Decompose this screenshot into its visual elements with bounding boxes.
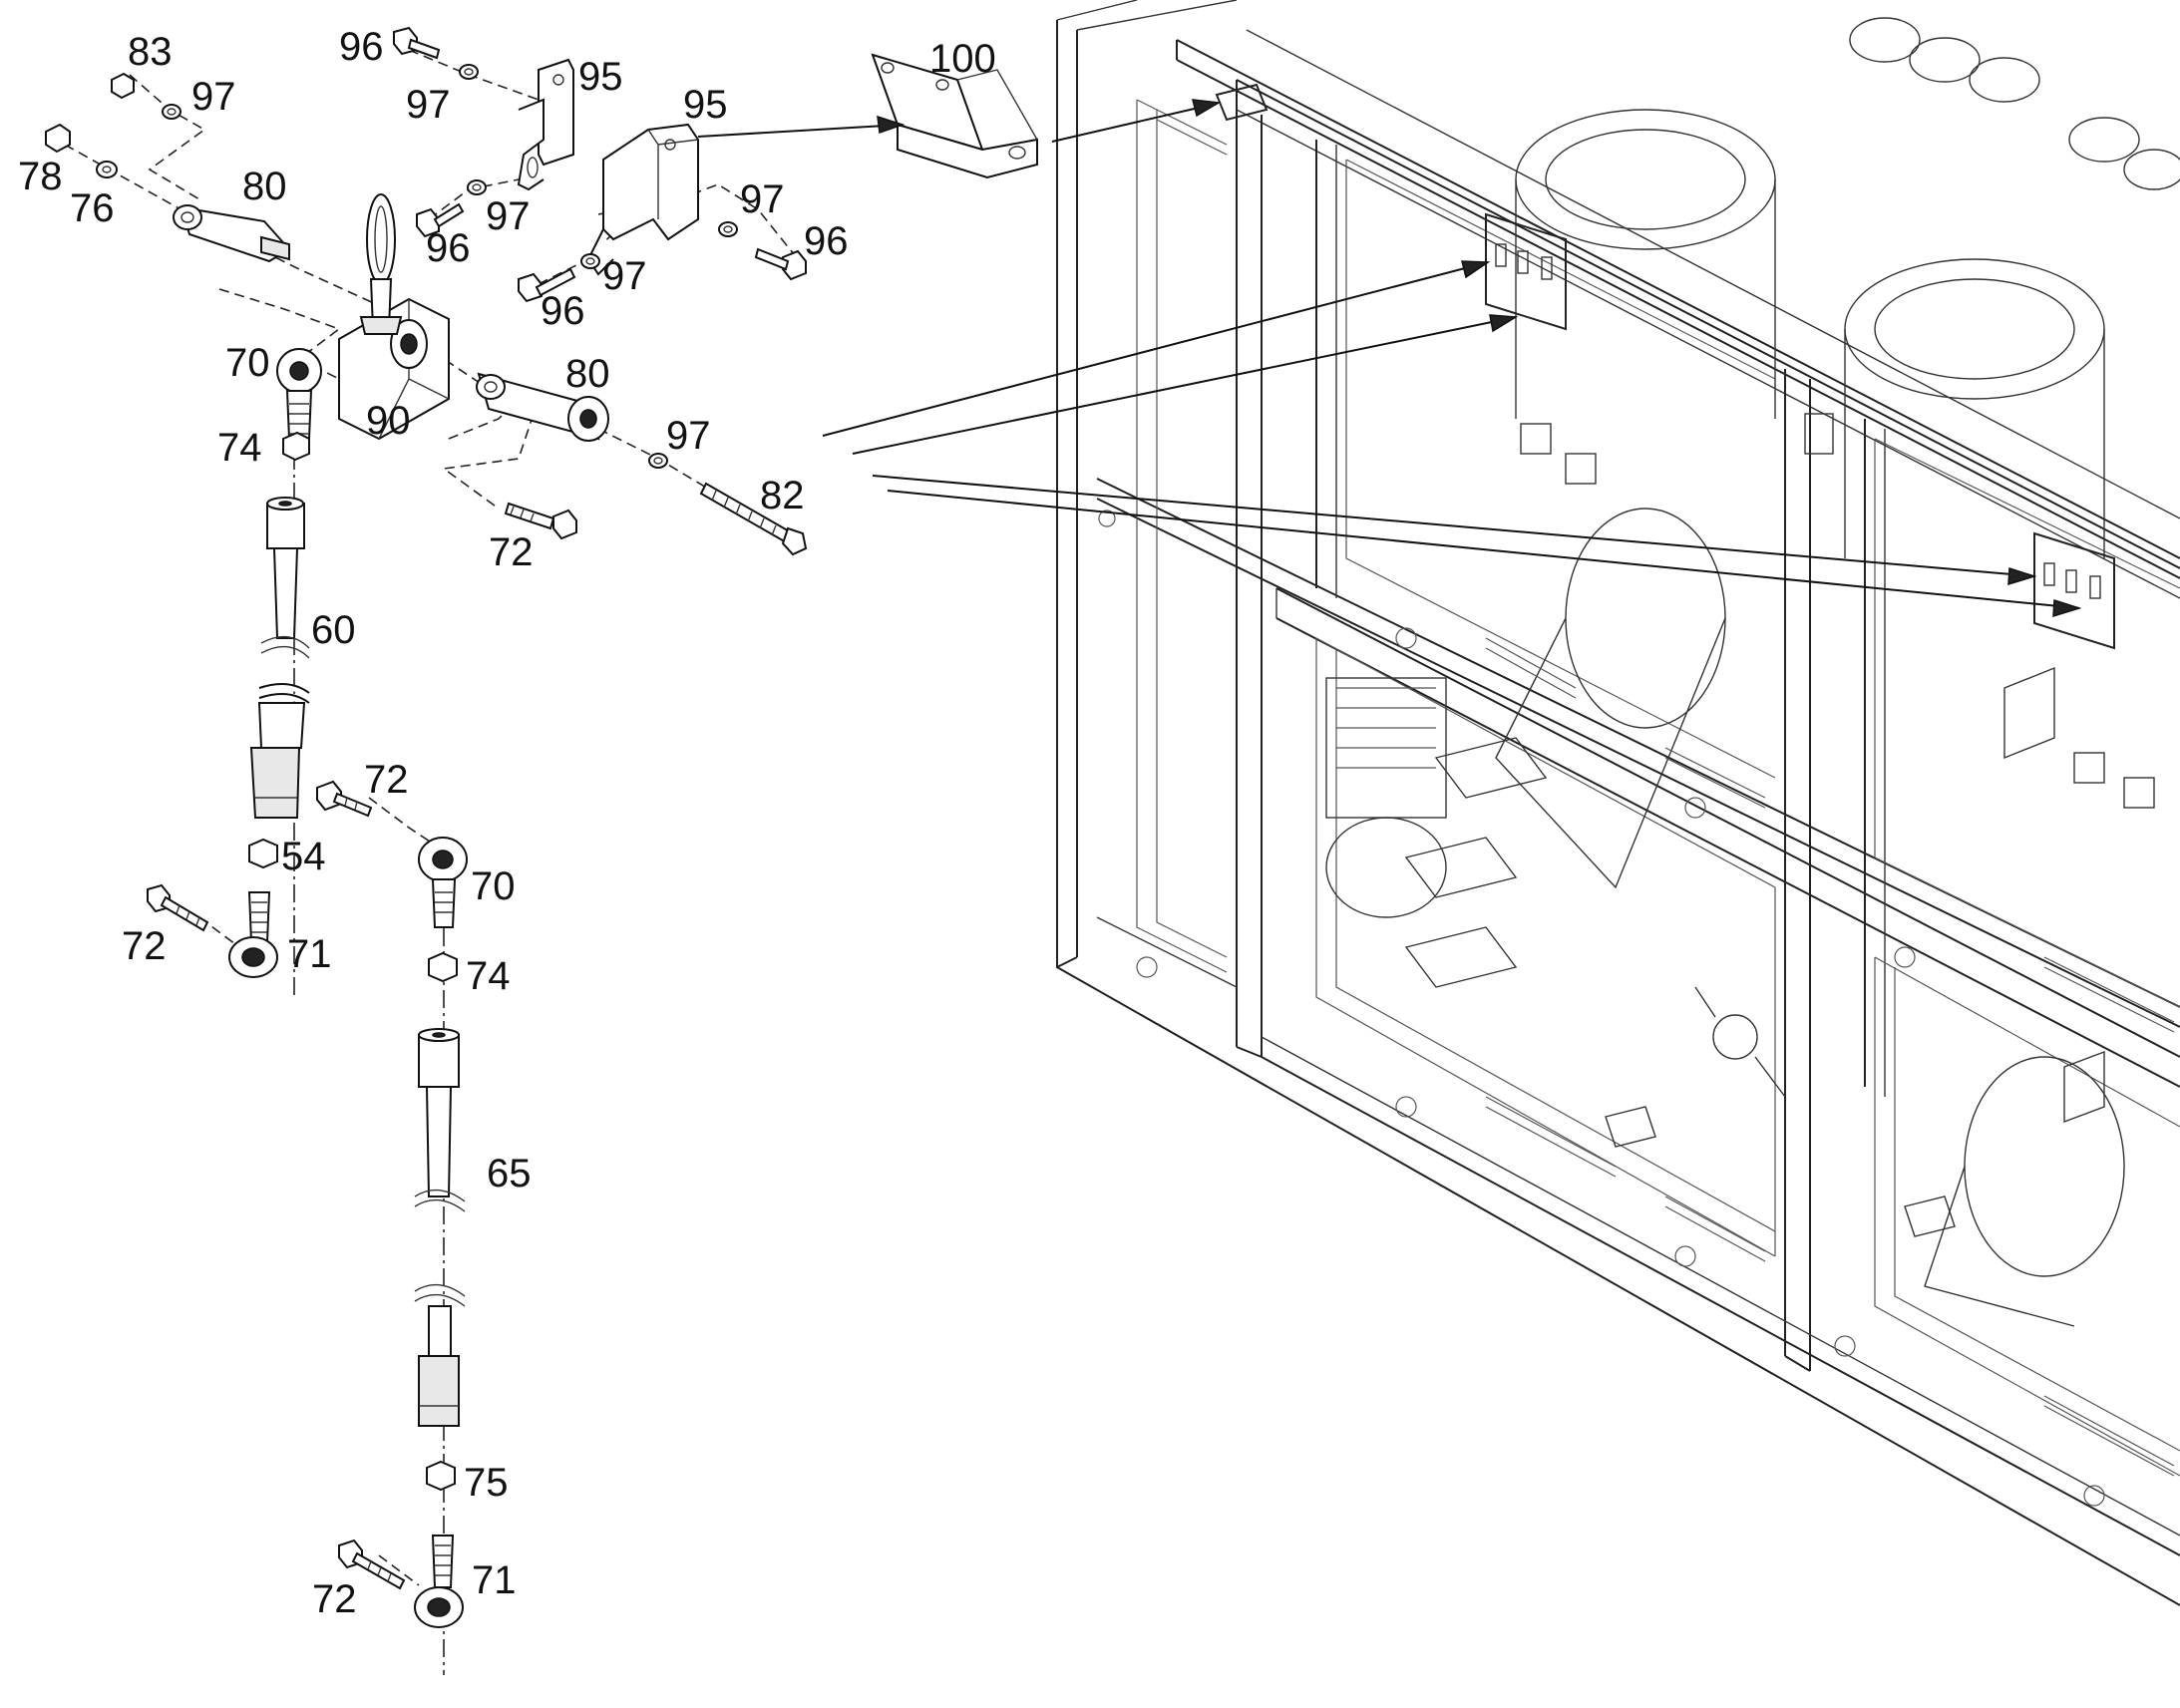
callout-82: 82 (760, 474, 805, 517)
callout-71-left: 71 (287, 932, 332, 976)
eye-bolt (366, 193, 396, 285)
washer-76 (96, 161, 118, 178)
callout-72-bottom: 72 (312, 1577, 357, 1621)
callout-76: 76 (70, 186, 115, 230)
nut-75 (426, 1460, 456, 1492)
callout-74-top: 74 (217, 426, 262, 470)
callout-54: 54 (281, 835, 326, 878)
callout-60: 60 (311, 608, 356, 652)
linkage-parts (45, 26, 1038, 1675)
callout-71-lower: 71 (472, 1558, 517, 1602)
callout-72-lower-left: 72 (122, 924, 167, 968)
nut-74-top (282, 431, 310, 462)
callout-72-upper: 72 (364, 758, 409, 802)
nut-83 (111, 72, 135, 100)
rod-65 (418, 1034, 460, 1088)
callout-90: 90 (366, 399, 411, 443)
callout-65: 65 (487, 1152, 532, 1196)
bolt-72-mid (504, 502, 555, 530)
nut-78 (45, 123, 71, 154)
bracket-95-mid (602, 123, 699, 241)
callout-80-right: 80 (565, 352, 610, 396)
callout-97-mid: 97 (486, 194, 531, 238)
callout-75: 75 (464, 1461, 509, 1505)
callout-labels: 83 97 78 76 80 96 97 95 97 96 95 100 97 … (18, 25, 996, 1621)
callout-74-lower: 74 (466, 954, 511, 998)
callout-96-top: 96 (339, 25, 384, 69)
nut-74-lower (428, 951, 458, 983)
callout-70-top: 70 (225, 341, 270, 385)
callout-72-mid: 72 (489, 530, 534, 574)
callout-97-top: 97 (406, 83, 451, 127)
callout-97-right: 97 (740, 177, 785, 221)
bracket-95-upper (538, 58, 574, 167)
machine-housing-frame (1056, 0, 2180, 1606)
callout-95-mid: 95 (683, 83, 728, 127)
callout-95-upper: 95 (578, 55, 623, 99)
callout-100: 100 (929, 37, 996, 81)
callout-78: 78 (18, 155, 63, 198)
callout-97-lower: 97 (666, 414, 711, 458)
callout-96-left: 96 (541, 289, 585, 333)
callout-83: 83 (128, 30, 173, 74)
washer-97 (162, 104, 182, 120)
callout-80-top: 80 (242, 165, 287, 208)
nut-54 (248, 838, 278, 869)
callout-97-left: 97 (602, 254, 647, 298)
callout-96-right: 96 (804, 219, 849, 263)
callout-70-lower: 70 (471, 864, 516, 908)
leader-arrows (697, 99, 2082, 618)
callout-96-mid: 96 (426, 226, 471, 270)
callout-97-top-left: 97 (191, 75, 236, 119)
